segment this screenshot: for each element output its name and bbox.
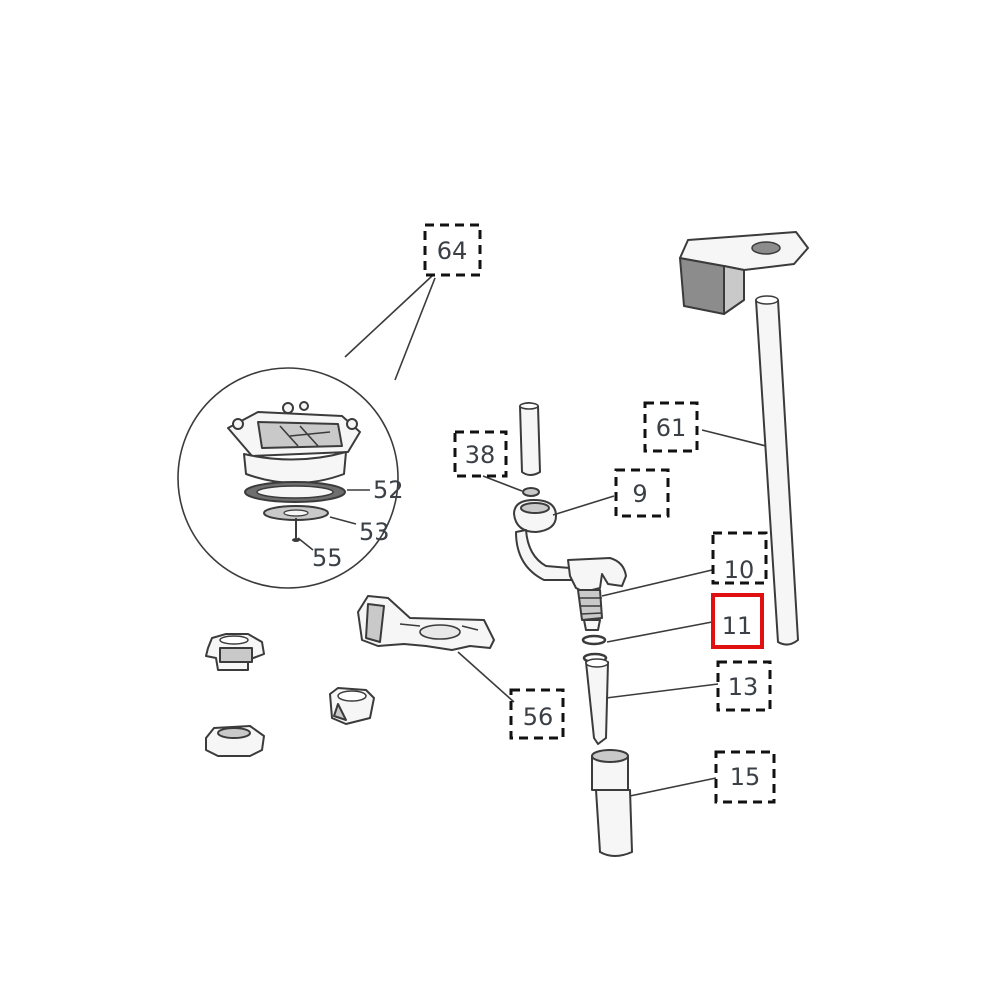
callout-56[interactable]: 56 xyxy=(509,688,565,740)
callout-55[interactable]: 55 xyxy=(312,544,343,572)
part-15-hose xyxy=(591,749,717,857)
callout-64[interactable]: 64 xyxy=(423,223,482,277)
callout-10-text: 10 xyxy=(724,556,755,584)
detail-callout-64 xyxy=(177,275,436,589)
callout-11-text: 11 xyxy=(722,612,753,640)
part-13-tube xyxy=(585,658,719,745)
callout-52[interactable]: 52 xyxy=(373,476,404,504)
part-56-bracket xyxy=(357,595,515,703)
callout-53[interactable]: 53 xyxy=(359,518,390,546)
callout-10[interactable]: 10 xyxy=(711,531,768,585)
callout-9[interactable]: 9 xyxy=(614,468,670,518)
callout-38[interactable]: 38 xyxy=(453,430,508,478)
callout-13-text: 13 xyxy=(728,673,759,701)
callout-15-text: 15 xyxy=(730,763,761,791)
callout-56-text: 56 xyxy=(523,703,554,731)
drain-basket xyxy=(227,401,361,484)
rod xyxy=(519,402,541,476)
callout-61[interactable]: 61 xyxy=(643,401,699,453)
part-53-disc xyxy=(263,505,357,525)
clip-small xyxy=(329,687,375,725)
part-10-valve xyxy=(567,557,713,631)
clip-upper xyxy=(205,633,265,671)
part-55-screw xyxy=(292,518,314,551)
callout-53-text: 53 xyxy=(359,518,390,546)
callout-13[interactable]: 13 xyxy=(716,660,772,712)
callout-9-text: 9 xyxy=(632,480,647,508)
callout-55-text: 55 xyxy=(312,544,343,572)
callout-64-text: 64 xyxy=(437,237,468,265)
callout-38-text: 38 xyxy=(465,441,496,469)
part-11-orings xyxy=(581,621,713,664)
part-38 xyxy=(482,475,540,497)
part-61-hose xyxy=(701,295,799,646)
callout-61-text: 61 xyxy=(656,414,687,442)
callout-52-text: 52 xyxy=(373,476,404,504)
callout-15[interactable]: 15 xyxy=(714,750,776,804)
clip-lower xyxy=(205,725,265,757)
callout-11-selected[interactable]: 11 xyxy=(711,593,764,649)
part-52-gasket xyxy=(244,481,370,503)
hose-mount-bracket xyxy=(679,231,809,315)
